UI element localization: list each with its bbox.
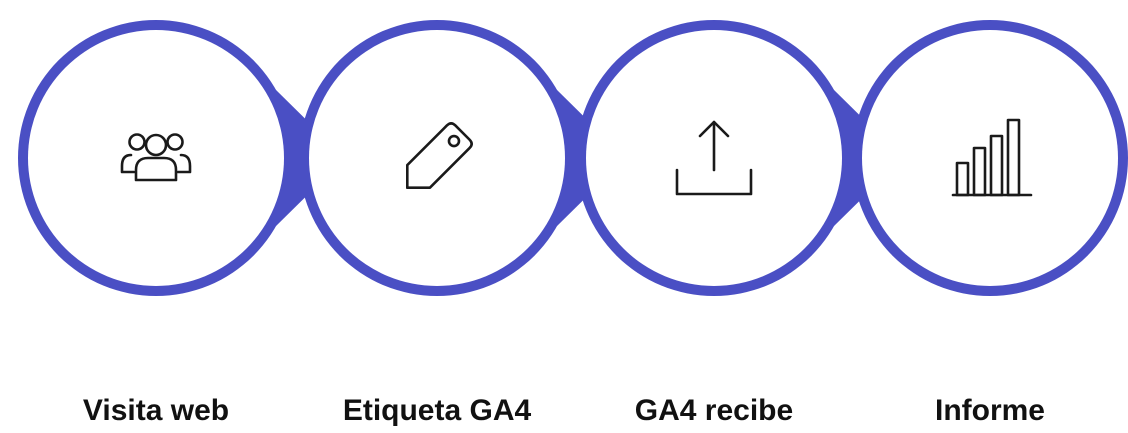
step-label-ga4-recibe: GA4 recibe [634,394,794,427]
step-disc-2 [309,30,565,286]
step-label-visita-web: Visita web [82,394,230,427]
step-label-informe: Informe [934,394,1045,427]
upload-icon [675,120,753,196]
step-label-etiqueta-ga4: Etiqueta GA4 [342,394,532,427]
bar-chart-icon [951,118,1033,197]
users-group-icon [120,133,192,182]
process-flow-diagram [18,20,1128,296]
tag-icon [406,122,473,189]
